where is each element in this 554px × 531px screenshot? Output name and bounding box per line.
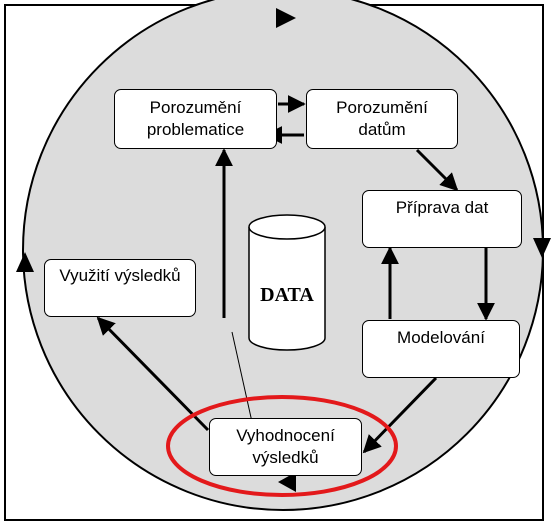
box-modeling-label: Modelování [397, 328, 485, 347]
box-deployment-label: Využití výsledků [59, 266, 181, 285]
box-data-understanding: Porozumění datům [306, 89, 458, 149]
arrow-data-understanding-to-preparation [415, 148, 459, 192]
cycle-arrow-left [16, 252, 34, 272]
arrow-modeling-to-evaluation [362, 376, 438, 454]
box-data-understanding-line2: datům [358, 120, 406, 139]
box-evaluation-line1: Vyhodnocení [236, 426, 335, 445]
box-evaluation-line2: výsledků [252, 448, 319, 467]
cycle-arrow-bottom [278, 472, 296, 492]
data-store-label: DATA [260, 284, 314, 306]
box-business-understanding: Porozumění problematice [114, 89, 277, 149]
box-business-understanding-line2: problematice [146, 120, 245, 139]
box-deployment: Využití výsledků [44, 259, 196, 317]
connector-evaluation-to-data [231, 331, 253, 423]
box-evaluation: Vyhodnocení výsledků [209, 418, 362, 476]
box-data-understanding-line1: Porozumění [336, 98, 428, 117]
box-data-preparation: Příprava dat [362, 190, 522, 248]
data-cylinder-icon [248, 214, 326, 351]
cycle-arrow-right [533, 238, 551, 258]
arrow-evaluation-to-deployment [96, 316, 210, 432]
box-business-understanding-line1: Porozumění [149, 98, 242, 117]
box-data-preparation-label: Příprava dat [395, 198, 489, 217]
cycle-arrow-top [276, 8, 296, 28]
box-modeling: Modelování [362, 320, 520, 378]
evaluation-highlight-ellipse [166, 395, 398, 497]
